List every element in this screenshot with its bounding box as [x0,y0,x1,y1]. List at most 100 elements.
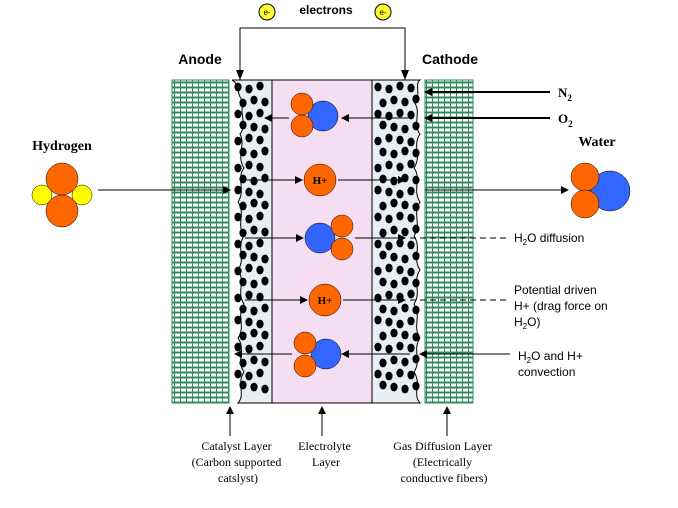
carbon-particle [412,175,420,185]
carbon-particle [261,124,269,134]
electron-left: e- [258,3,276,21]
cathode-label: Cathode [422,51,478,67]
carbon-particle [401,254,409,264]
carbon-particle [385,290,393,300]
carbon-particle [379,228,387,238]
carbon-particle [379,331,387,341]
carbon-particle [412,278,420,288]
carbon-particle [250,279,258,289]
carbon-particle [256,189,264,199]
carbon-particle [401,227,409,237]
hydrogen-molecule [31,162,93,228]
carbon-particle [379,120,387,130]
carbon-particle [412,148,420,158]
carbon-particle [245,214,253,224]
carbon-particle [374,342,382,352]
carbon-particle [250,176,258,186]
carbon-particle [390,306,398,316]
carbon-particle [245,160,253,170]
carbon-particle [239,331,247,341]
carbon-particle [390,252,398,262]
carbon-particle [390,382,398,392]
carbon-particle [401,330,409,340]
carbon-particle [374,239,382,249]
carbon-particle [385,133,393,143]
proton-1-label: H+ [313,175,328,187]
carbon-particle [234,342,242,352]
carbon-particle [239,120,247,130]
carbon-particle [407,289,415,299]
carbon-particle [250,225,258,235]
electron-right: e- [374,3,392,21]
carbon-particle [374,82,382,92]
carbon-particle [261,303,269,313]
carbon-particle [256,319,264,329]
carbon-particle [245,290,253,300]
carbon-particle [385,371,393,381]
carbon-particle [390,149,398,159]
carbon-particle [407,83,415,93]
carbon-particle [256,211,264,221]
carbon-particle [234,293,242,303]
carbon-particle [250,122,258,132]
carbon-particle [401,97,409,107]
carbon-particle [245,241,253,251]
convection-label-line1: H2O and H+ [518,349,583,365]
potential-driven-label: Potential driven H+ (drag force on [514,283,608,313]
carbon-particle [261,200,269,210]
carbon-particle [407,267,415,277]
carbon-particle [390,225,398,235]
carbon-particle [401,173,409,183]
carbon-particle [250,355,258,365]
carbon-particle [379,147,387,157]
carbon-particle [256,81,264,91]
h2o-diffusion-label: H2O diffusion [514,231,584,247]
carbon-particle [396,135,404,145]
carbon-particle [407,159,415,169]
carbon-particle [385,84,393,94]
carbon-particle [385,214,393,224]
carbon-particle [385,263,393,273]
carbon-particle [245,133,253,143]
carbon-particle [407,213,415,223]
carbon-particle [379,380,387,390]
carbon-particle [412,381,420,391]
carbon-particle [385,317,393,327]
o2-label: O2 [558,111,573,129]
carbon-particle [234,212,242,222]
hydrogen-label: Hydrogen [32,139,92,154]
carbon-particle [234,136,242,146]
carbon-particle [256,162,264,172]
carbon-particle [261,357,269,367]
carbon-particle [412,305,420,315]
carbon-particle [245,371,253,381]
carbon-particle [385,344,393,354]
proton-2-label: H+ [318,295,333,307]
carbon-particle [239,98,247,108]
carbon-particle [407,343,415,353]
carbon-particle [396,238,404,248]
carbon-particle [234,163,242,173]
carbon-particle [407,240,415,250]
catalyst-layer-label: Catalyst Layer (Carbon supported catslys… [192,439,285,485]
carbon-particle [396,341,404,351]
carbon-particle [390,198,398,208]
carbon-particle [261,146,269,156]
carbon-particle [401,303,409,313]
carbon-particle [396,81,404,91]
carbon-particle [261,330,269,340]
carbon-particle [256,265,264,275]
carbon-particle [261,173,269,183]
carbon-particle [245,111,253,121]
carbon-particle [234,82,242,92]
carbon-particle [261,384,269,394]
carbon-particle [239,250,247,260]
carbon-catalyst-particles [234,81,420,394]
carbon-particle [239,380,247,390]
svg-text:e-: e- [263,8,270,17]
carbon-particle [239,174,247,184]
carbon-particle [401,200,409,210]
carbon-particle [234,185,242,195]
carbon-particle [396,368,404,378]
carbon-particle [385,241,393,251]
